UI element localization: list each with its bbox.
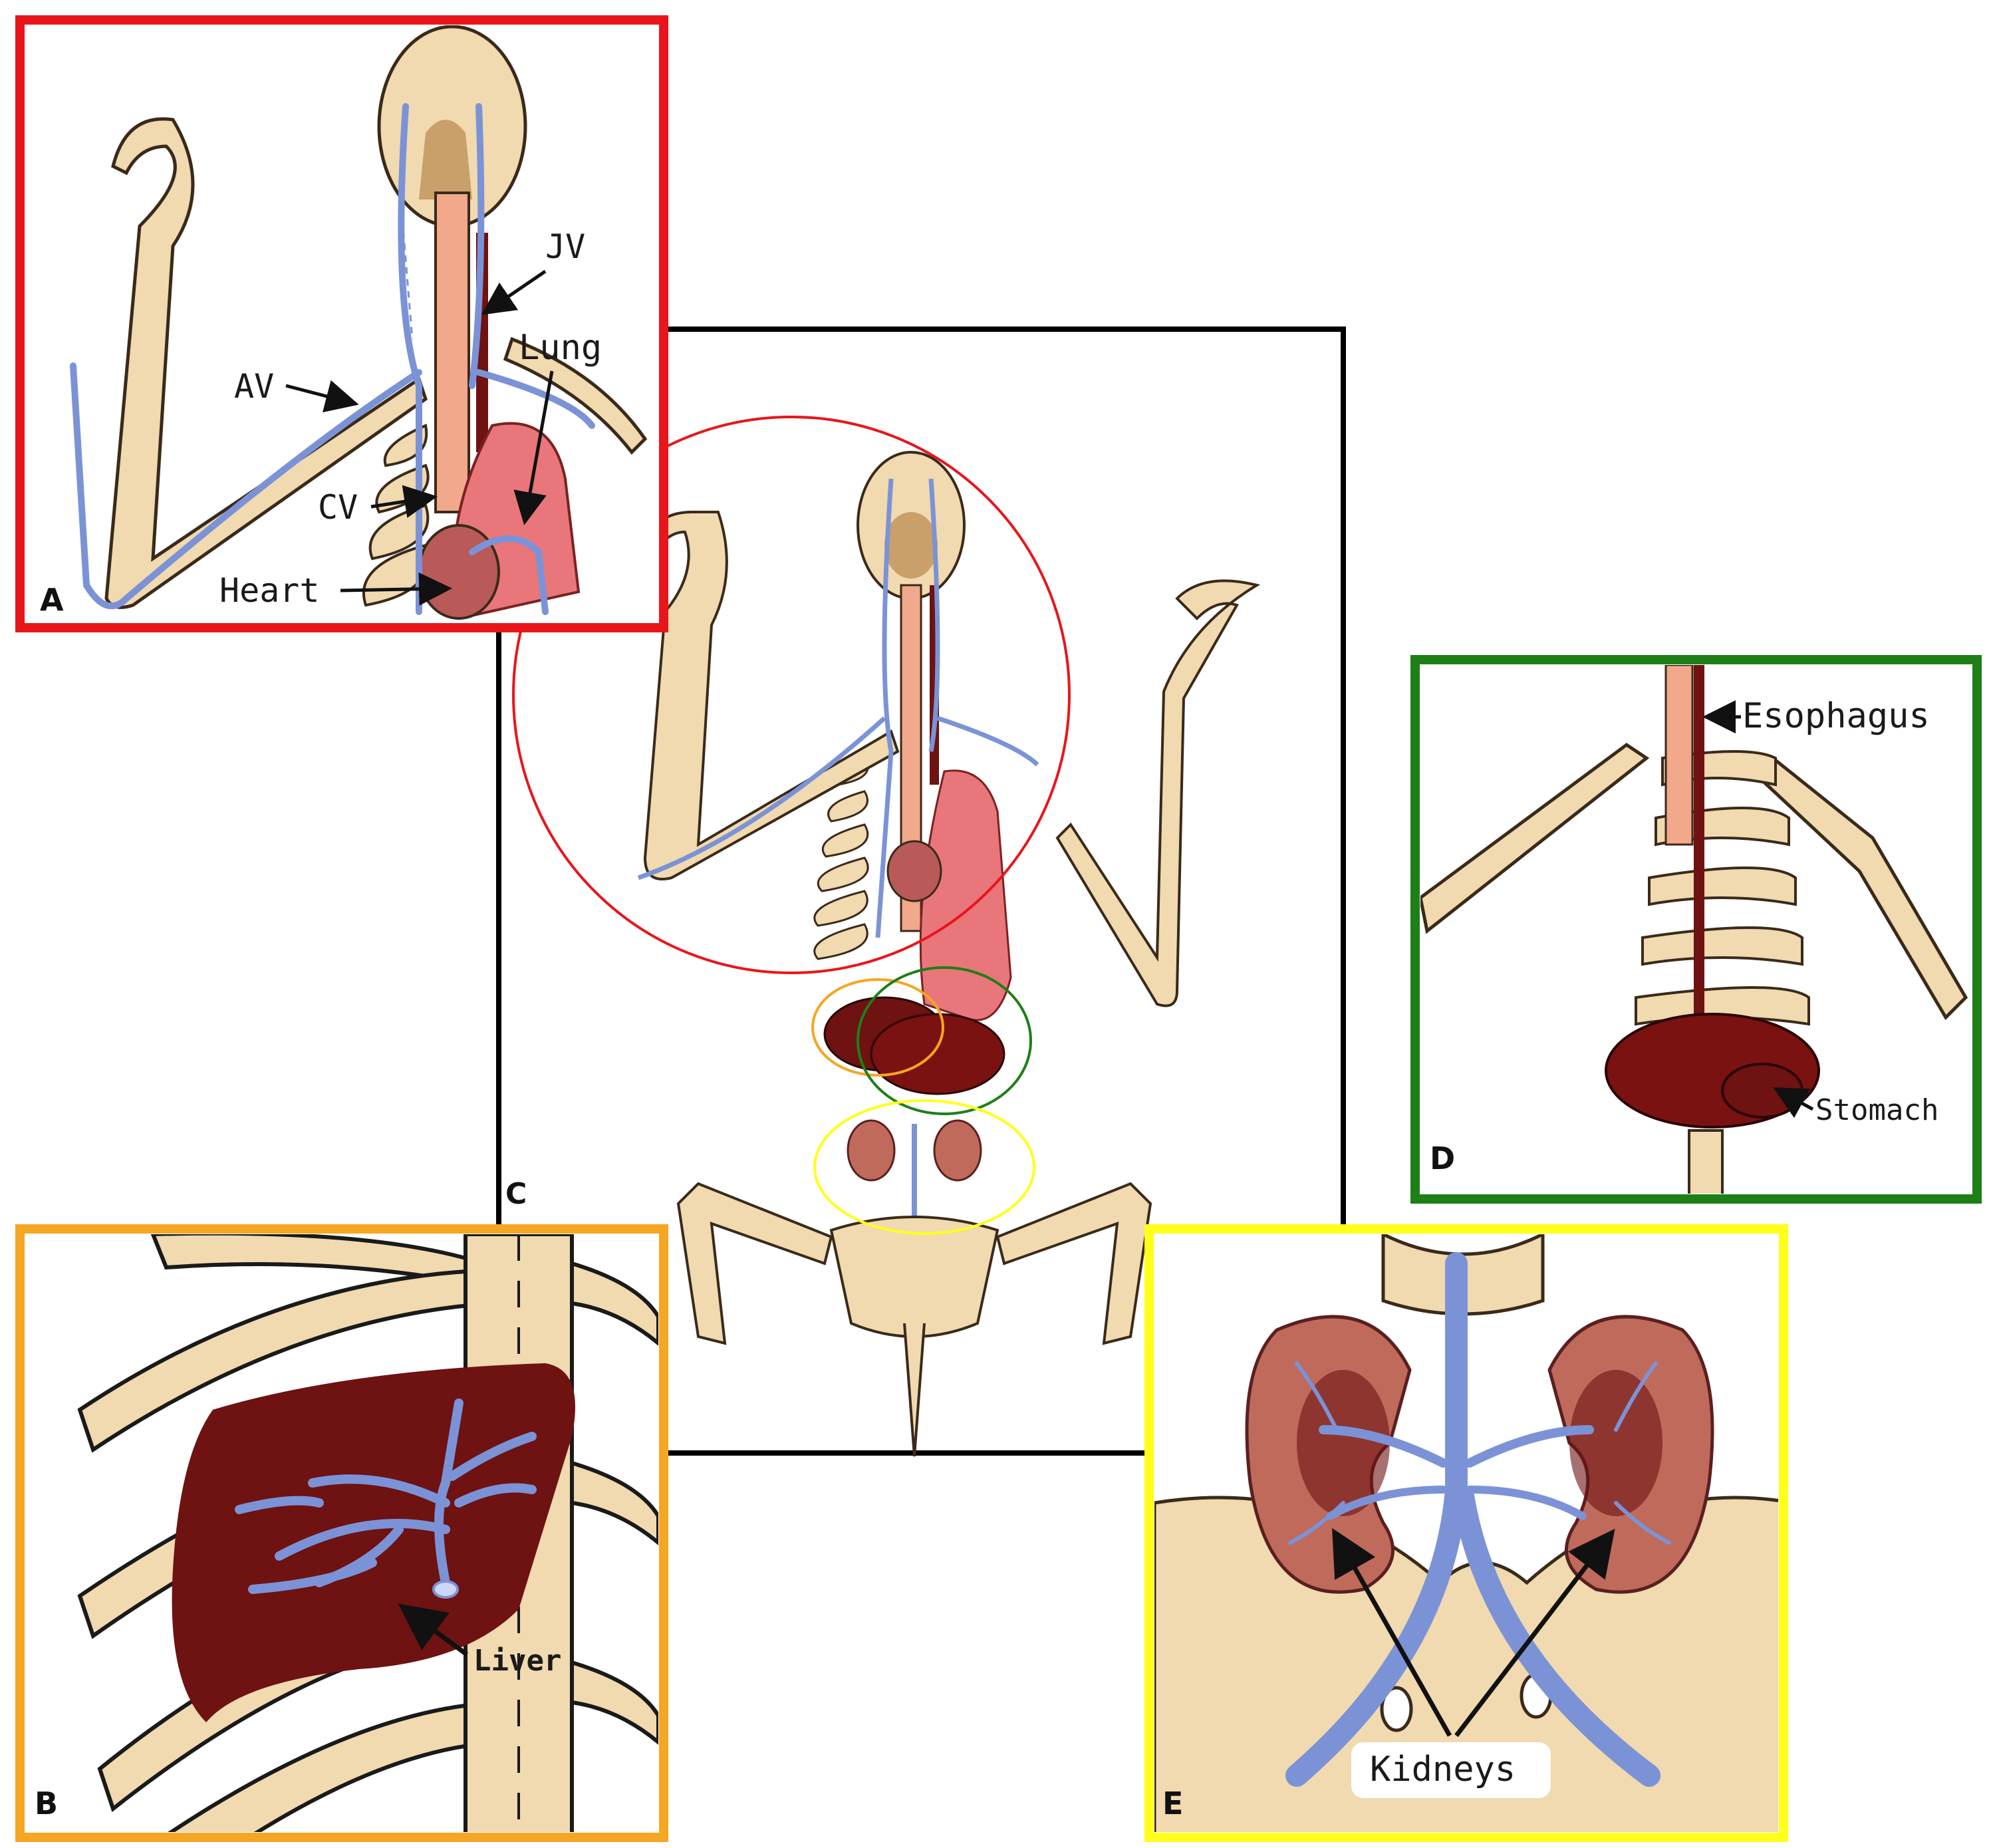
arrow-stomach: [1773, 1087, 1814, 1119]
highlight-circle-yellow: [813, 1099, 1035, 1235]
skeleton-c-icon: [637, 451, 1261, 1457]
highlight-circle-red: [512, 416, 1071, 974]
panel-e: Kidneys E: [1144, 1224, 1788, 1842]
panel-e-frame: [1144, 1224, 1788, 1842]
label-esophagus: Esophagus: [1742, 696, 1930, 736]
label-kidneys-box: [1351, 1742, 1551, 1798]
arrow-cv: [370, 485, 438, 518]
arrow-liver: [398, 1603, 469, 1656]
label-kidneys: Kidneys: [1370, 1750, 1516, 1789]
label-av: AV: [234, 367, 274, 406]
skeleton-d-icon: [1420, 665, 1968, 1194]
arrow-heart: [340, 572, 452, 606]
highlight-circle-orange: [811, 978, 944, 1077]
panel-b-letter: B: [35, 1785, 58, 1821]
label-liver: Liver: [473, 1644, 561, 1678]
skeleton-a-icon: [70, 25, 648, 620]
panel-a-letter: A: [40, 582, 64, 618]
arrow-jv: [481, 269, 547, 315]
label-cv: CV: [318, 488, 358, 527]
skeleton-b-icon: [77, 1234, 658, 1832]
highlight-circle-green: [857, 966, 1032, 1115]
panel-a: JV Lung AV CV Heart A: [15, 15, 668, 632]
panel-b-frame: [15, 1224, 668, 1842]
arrow-kidney-right: [1454, 1528, 1615, 1738]
panel-c-letter: C: [505, 1177, 527, 1211]
label-stomach: Stomach: [1815, 1093, 1938, 1127]
skeleton-e-icon: [1154, 1234, 1778, 1832]
panel-b: Liver B: [15, 1224, 668, 1842]
panel-d: Esophagus Stomach D: [1410, 655, 1982, 1204]
label-heart: Heart: [219, 571, 320, 610]
panel-a-frame: [15, 15, 668, 632]
arrow-lung: [513, 370, 554, 525]
arrow-kidney-left: [1332, 1527, 1452, 1737]
panel-d-letter: D: [1430, 1140, 1455, 1176]
label-jv: JV: [545, 227, 585, 266]
label-lung: Lung: [519, 328, 602, 368]
panel-d-frame: [1410, 655, 1982, 1204]
liver-shape: [172, 1363, 575, 1722]
arrow-av: [285, 380, 359, 413]
panel-e-letter: E: [1162, 1785, 1183, 1821]
